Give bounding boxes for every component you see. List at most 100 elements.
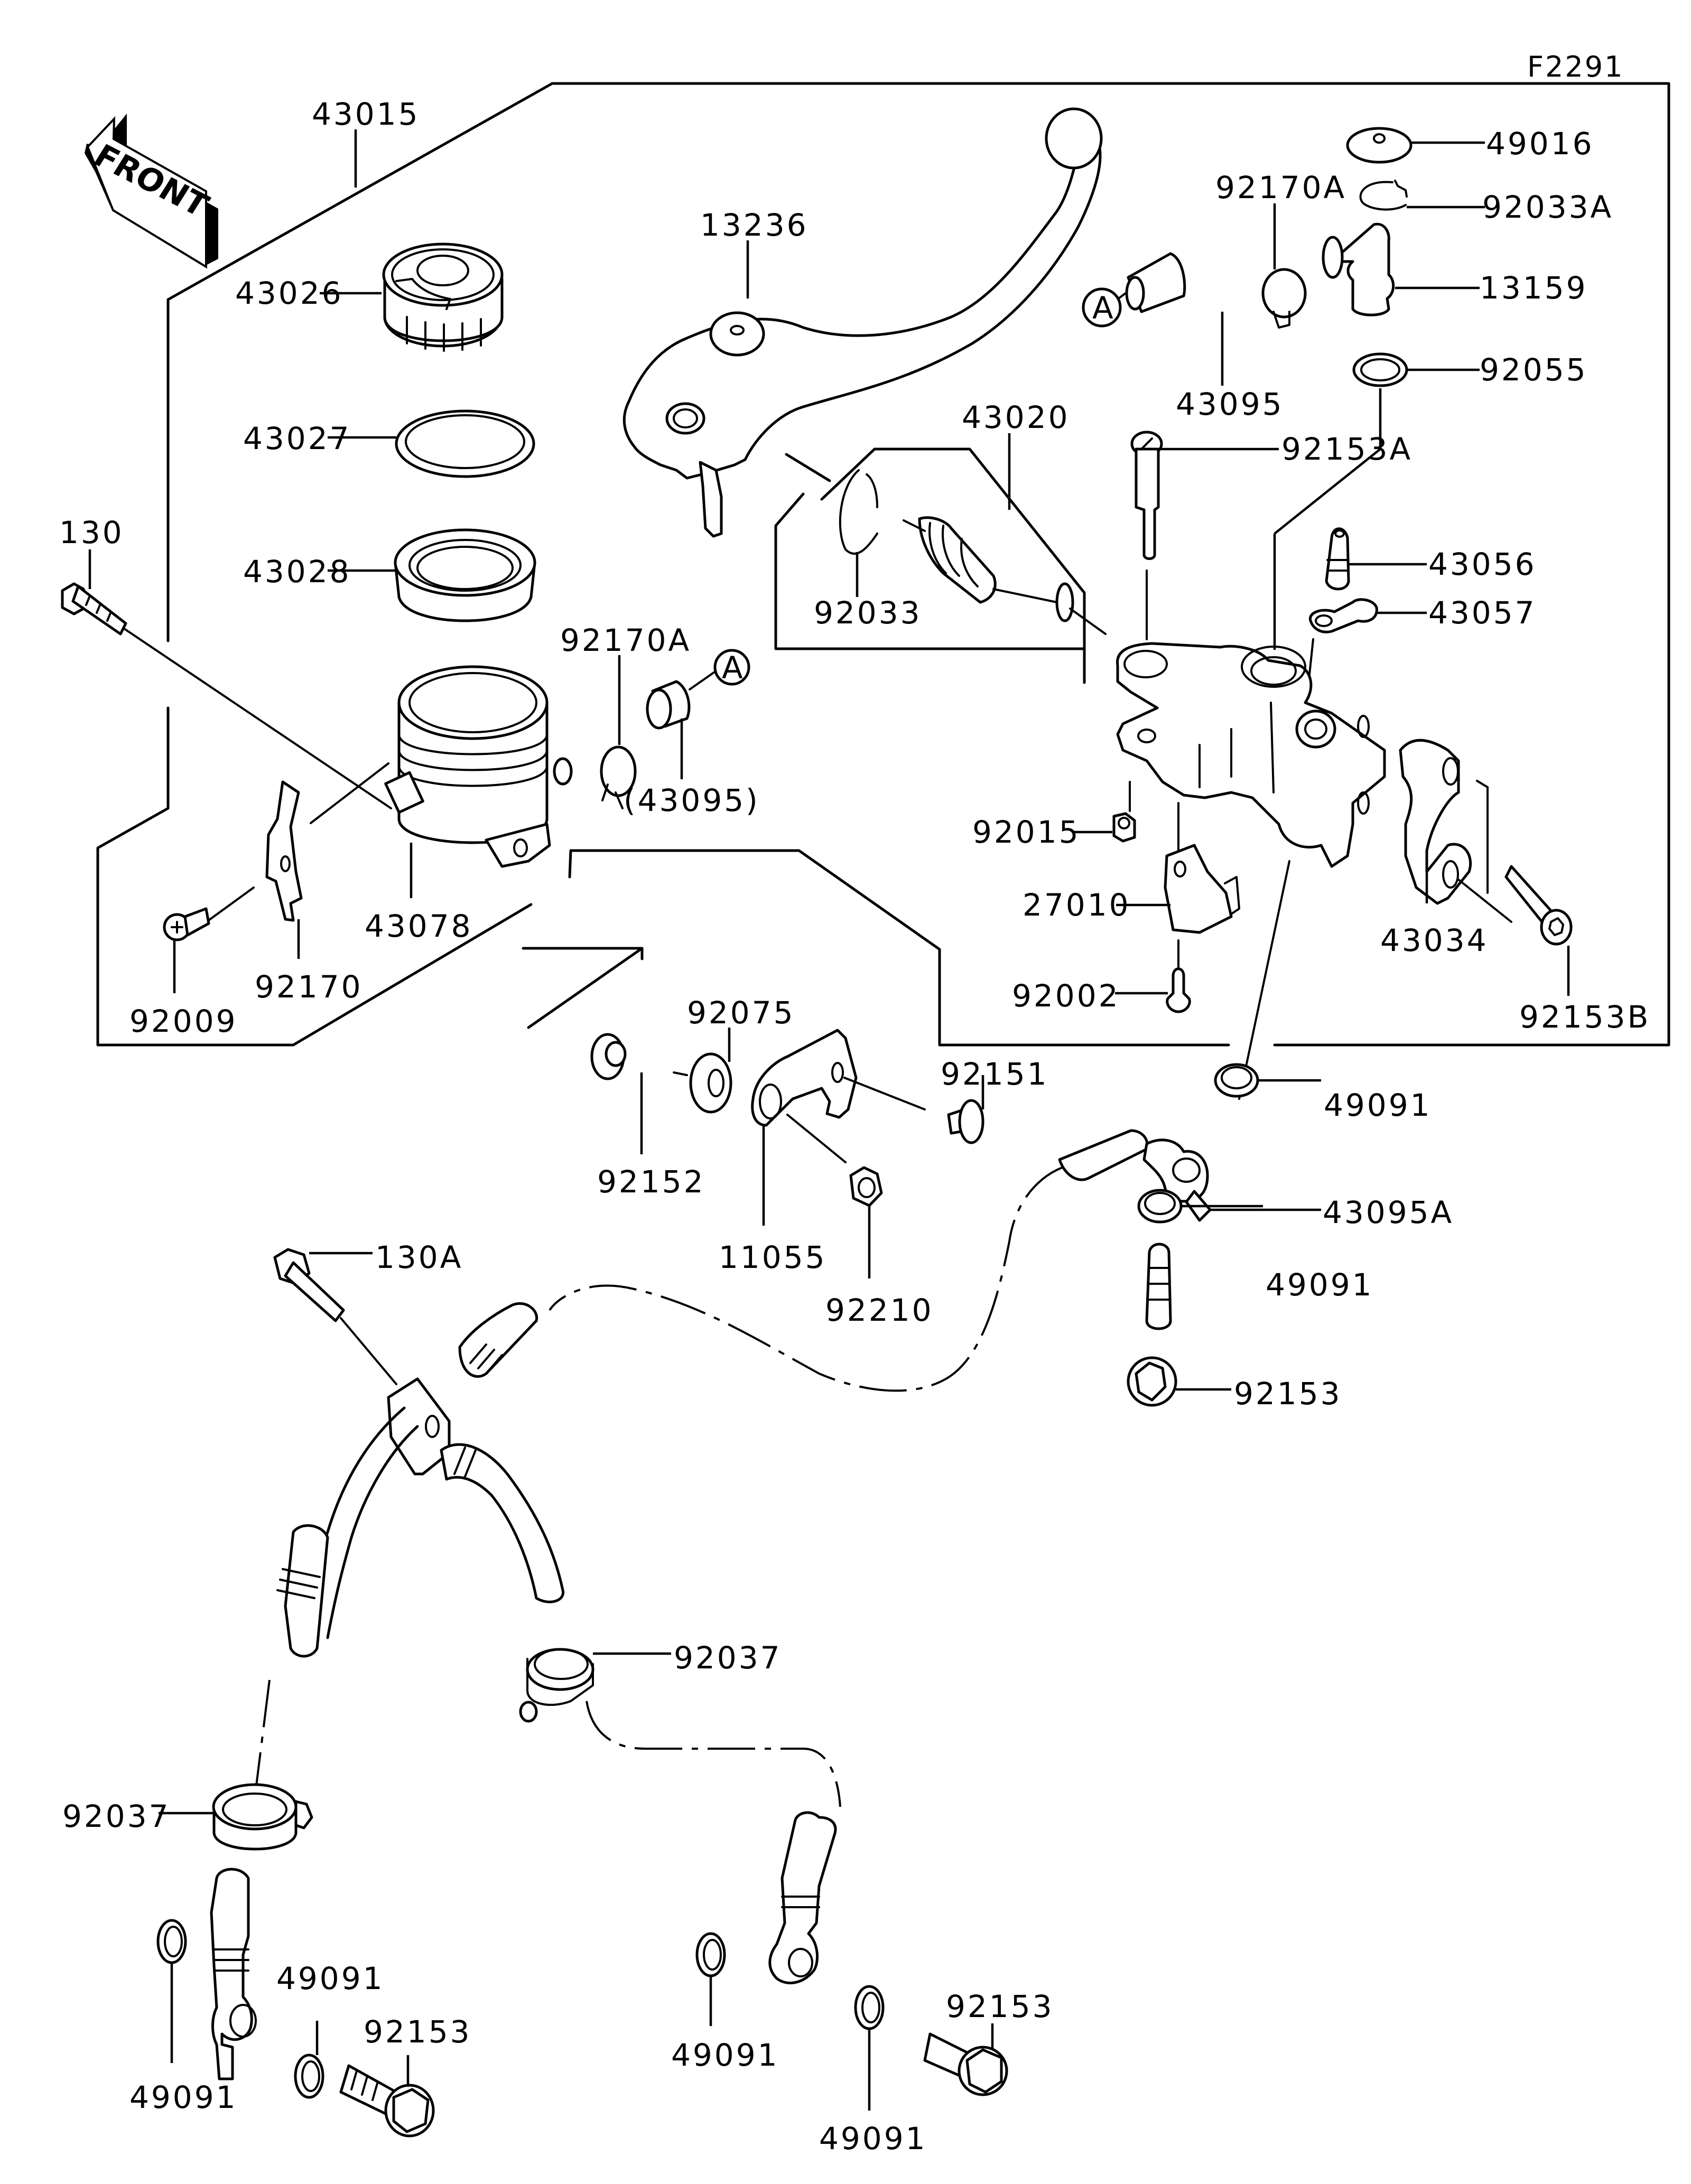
washer-49091-c [156, 1919, 187, 1964]
diaphragm [394, 528, 536, 622]
label-92170A-mid[interactable]: 92170A [560, 622, 691, 658]
label-92009[interactable]: 92009 [129, 1003, 238, 1039]
label-49091-e[interactable]: 49091 [671, 2037, 779, 2073]
brake-hose-right [440, 1443, 841, 1807]
label-92037-a[interactable]: 92037 [674, 1640, 782, 1676]
label-92002[interactable]: 92002 [1012, 978, 1120, 1014]
label-49091-f[interactable]: 49091 [819, 2121, 927, 2157]
label-92170A-top[interactable]: 92170A [1215, 170, 1346, 206]
collar-92152 [590, 1033, 627, 1080]
reference-marker-a-top: A [1082, 287, 1122, 328]
screw-92009 [163, 907, 210, 941]
o-ring-92055 [1352, 352, 1408, 387]
label-13236[interactable]: 13236 [700, 207, 809, 243]
label-92153-b[interactable]: 92153 [364, 2014, 472, 2050]
bleeder-valve-43056 [1325, 527, 1350, 591]
cap-49016 [1346, 127, 1413, 164]
diaphragm-plate [395, 409, 535, 478]
leader-lines [88, 129, 1570, 2111]
bolt-92153B [1504, 865, 1573, 946]
banjo-bolt-92153-a [1127, 1243, 1177, 1407]
label-43095-top[interactable]: 43095 [1176, 386, 1284, 422]
label-92037-b[interactable]: 92037 [62, 1798, 171, 1834]
label-92033[interactable]: 92033 [814, 595, 922, 631]
label-49016[interactable]: 49016 [1486, 126, 1594, 162]
label-43056[interactable]: 43056 [1428, 546, 1537, 582]
hose-piece-mid [646, 680, 691, 730]
label-92153-c[interactable]: 92153 [946, 1989, 1054, 2024]
bolt-92151 [947, 1099, 984, 1144]
reservoir-cap [382, 242, 504, 352]
label-92055[interactable]: 92055 [1480, 352, 1588, 388]
label-43095A[interactable]: 43095A [1323, 1194, 1454, 1230]
svg-text:A: A [1092, 290, 1113, 326]
reservoir-body [384, 665, 573, 868]
grommet-92075 [689, 1052, 732, 1114]
label-92015[interactable]: 92015 [972, 814, 1081, 850]
label-11055[interactable]: 11055 [719, 1239, 827, 1275]
label-43078[interactable]: 43078 [365, 908, 473, 944]
label-92170[interactable]: 92170 [255, 969, 363, 1005]
hose-end-left [210, 1868, 257, 2080]
assembly-outline [96, 82, 1670, 1047]
nut-92015 [1112, 812, 1136, 843]
label-92153A[interactable]: 92153A [1281, 431, 1413, 467]
brake-hose-left [253, 1406, 419, 1807]
label-92153-a[interactable]: 92153 [1234, 1376, 1342, 1412]
hose-clamp-92037-a [519, 1648, 594, 1723]
banjo-bolt-92153-b [339, 2064, 435, 2138]
hose-clamp-mid [600, 745, 637, 809]
label-43057[interactable]: 43057 [1428, 595, 1537, 631]
bracket-11055 [673, 1029, 926, 1163]
label-92153B[interactable]: 92153B [1519, 999, 1650, 1035]
label-92075[interactable]: 92075 [687, 995, 795, 1031]
label-49091-a[interactable]: 49091 [1324, 1087, 1432, 1123]
washer-49091-f [854, 1985, 885, 2030]
washer-49091-a [1214, 1063, 1259, 1098]
fitting-13159 [1322, 222, 1395, 316]
hose-clamp-92037-b [212, 1783, 313, 1851]
label-49091-d[interactable]: 49091 [129, 2079, 238, 2115]
label-43027[interactable]: 43027 [243, 421, 351, 456]
bracket-92170 [194, 762, 389, 931]
hose-piece-top [1125, 252, 1186, 313]
label-92152[interactable]: 92152 [597, 1164, 705, 1200]
figure-code: F2291 [1527, 50, 1624, 83]
master-cylinder-body [1116, 642, 1386, 868]
label-43015[interactable]: 43015 [312, 96, 420, 132]
label-43028[interactable]: 43028 [243, 554, 351, 590]
label-92033A[interactable]: 92033A [1482, 189, 1613, 225]
piston-kit [903, 516, 1107, 635]
label-43034[interactable]: 43034 [1380, 922, 1489, 958]
label-13159[interactable]: 13159 [1480, 270, 1588, 306]
label-43095-ref[interactable]: (43095) [624, 782, 760, 818]
piston-kit-outline [774, 447, 1086, 684]
label-92210[interactable]: 92210 [825, 1292, 934, 1328]
label-49091-c[interactable]: 49091 [276, 1961, 385, 1996]
label-130[interactable]: 130 [59, 515, 124, 550]
label-130A[interactable]: 130A [375, 1239, 463, 1275]
brake-lever [622, 107, 1103, 538]
label-49091-b[interactable]: 49091 [1266, 1267, 1374, 1303]
washer-49091-d [294, 2054, 324, 2099]
pivot-bolt-92153A [1130, 431, 1163, 640]
washer-49091-e [695, 1932, 726, 1977]
circlip-92033 [839, 469, 878, 555]
label-92151[interactable]: 92151 [941, 1056, 1049, 1092]
label-43026[interactable]: 43026 [235, 275, 343, 311]
part-labels: 43015 13236 43026 43027 43028 130 43020 … [59, 96, 1650, 2157]
banjo-bolt-92153-c [923, 2032, 1008, 2096]
bolt-130 [61, 582, 392, 809]
label-27010[interactable]: 27010 [1023, 887, 1131, 923]
front-arrow-icon: FRONT [85, 66, 218, 269]
circlip-92033A [1359, 180, 1408, 211]
hose-end-right [768, 1811, 837, 1984]
hose-clamp-top [1261, 268, 1307, 329]
handlebar-clamp-43034 [1399, 739, 1512, 923]
label-43020[interactable]: 43020 [962, 399, 1070, 435]
washer-49091-b [1137, 1189, 1183, 1224]
bleeder-cap-43057 [1307, 598, 1378, 690]
reference-marker-a-mid: A [713, 649, 750, 686]
svg-text:A: A [722, 650, 743, 686]
